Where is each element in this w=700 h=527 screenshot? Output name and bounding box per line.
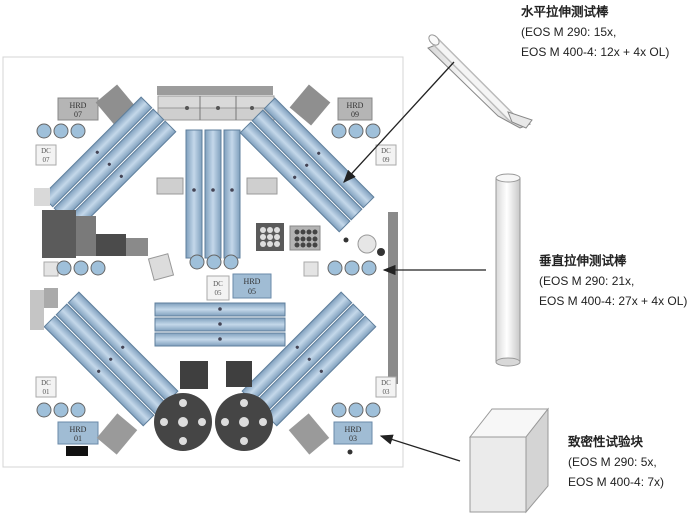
right-small-parts [343,234,385,256]
middle-circle-row [43,254,377,277]
hrd05-label-bottom: 05 [248,287,256,296]
dc01-label-bottom: 01 [43,388,51,396]
cluster-bottom-left: DC 01 HRD 01 [35,376,138,456]
dc07-label-top: DC [41,147,51,155]
center-vertical-bars [185,129,241,259]
grey-rod-left [156,177,184,195]
hole-block-left [256,223,284,251]
hole-block-right [289,225,321,251]
density-cube-illustration [468,407,550,514]
cluster-top-right: HRD 09 DC 09 [289,84,397,166]
callout-density-line1: (EOS M 290: 5x, [568,455,657,469]
arrow-density-cubes [379,434,461,462]
top-rods [157,95,275,121]
cluster-bottom-right: DC 03 HRD 03 [288,376,397,455]
hrd07-label-bottom: 07 [74,110,82,119]
center-dc-hrd: DC 05 HRD 05 [147,253,272,301]
callout-density-title: 致密性试验块 [568,434,644,449]
callout-density: 致密性试验块 (EOS M 290: 5x, EOS M 400-4: 7x) [568,432,664,492]
callout-vertical: 垂直拉伸测试棒 (EOS M 290: 21x, EOS M 400-4: 27… [539,251,687,311]
hrd03-label-bottom: 03 [349,434,357,443]
callout-density-line2: EOS M 400-4: 7x) [568,475,665,489]
dc05-label-top: DC [213,280,223,288]
diagonal-bars-bottom-right [241,291,377,427]
hrd01-label-top: HRD [70,425,87,434]
diagonal-bars-bottom-left [43,291,179,427]
top-bar [157,86,273,95]
dc01-label-top: DC [41,379,51,387]
grey-rod-right [246,177,278,195]
left-dark-blocks [30,188,148,330]
diagonal-bars-top-left [41,96,177,232]
dc03-label-bottom: 03 [383,388,391,396]
dc09-label-top: DC [381,147,391,155]
horizontal-rod-illustration [427,34,533,129]
hrd05-label-top: HRD [244,277,261,286]
callout-vertical-line1: (EOS M 290: 21x, [539,274,635,288]
bottom-discs [154,361,273,451]
dc07-label-bottom: 07 [43,156,51,164]
hrd01-label-bottom: 01 [74,434,82,443]
callout-vertical-line2: EOS M 400-4: 27x + 4x OL) [539,294,688,308]
callout-horizontal-line1: (EOS M 290: 15x, [521,25,617,39]
dc03-label-top: DC [381,379,391,387]
callout-horizontal: 水平拉伸测试棒 (EOS M 290: 15x, EOS M 400-4: 12… [521,2,669,62]
vertical-rod-illustration [495,173,521,367]
callout-horizontal-line2: EOS M 400-4: 12x + 4x OL) [521,45,670,59]
hrd09-label-top: HRD [347,101,364,110]
hrd09-label-bottom: 09 [351,110,359,119]
dc09-label-bottom: 09 [383,156,391,164]
dc05-label-bottom: 05 [215,289,223,297]
hrd07-label-top: HRD [70,101,87,110]
callout-vertical-title: 垂直拉伸测试棒 [539,253,627,268]
callout-horizontal-title: 水平拉伸测试棒 [521,4,609,19]
hrd03-label-top: HRD [345,425,362,434]
arrow-horizontal-rods [343,61,455,183]
center-horizontal-bars [154,302,286,347]
right-vertical-bar [388,212,398,384]
